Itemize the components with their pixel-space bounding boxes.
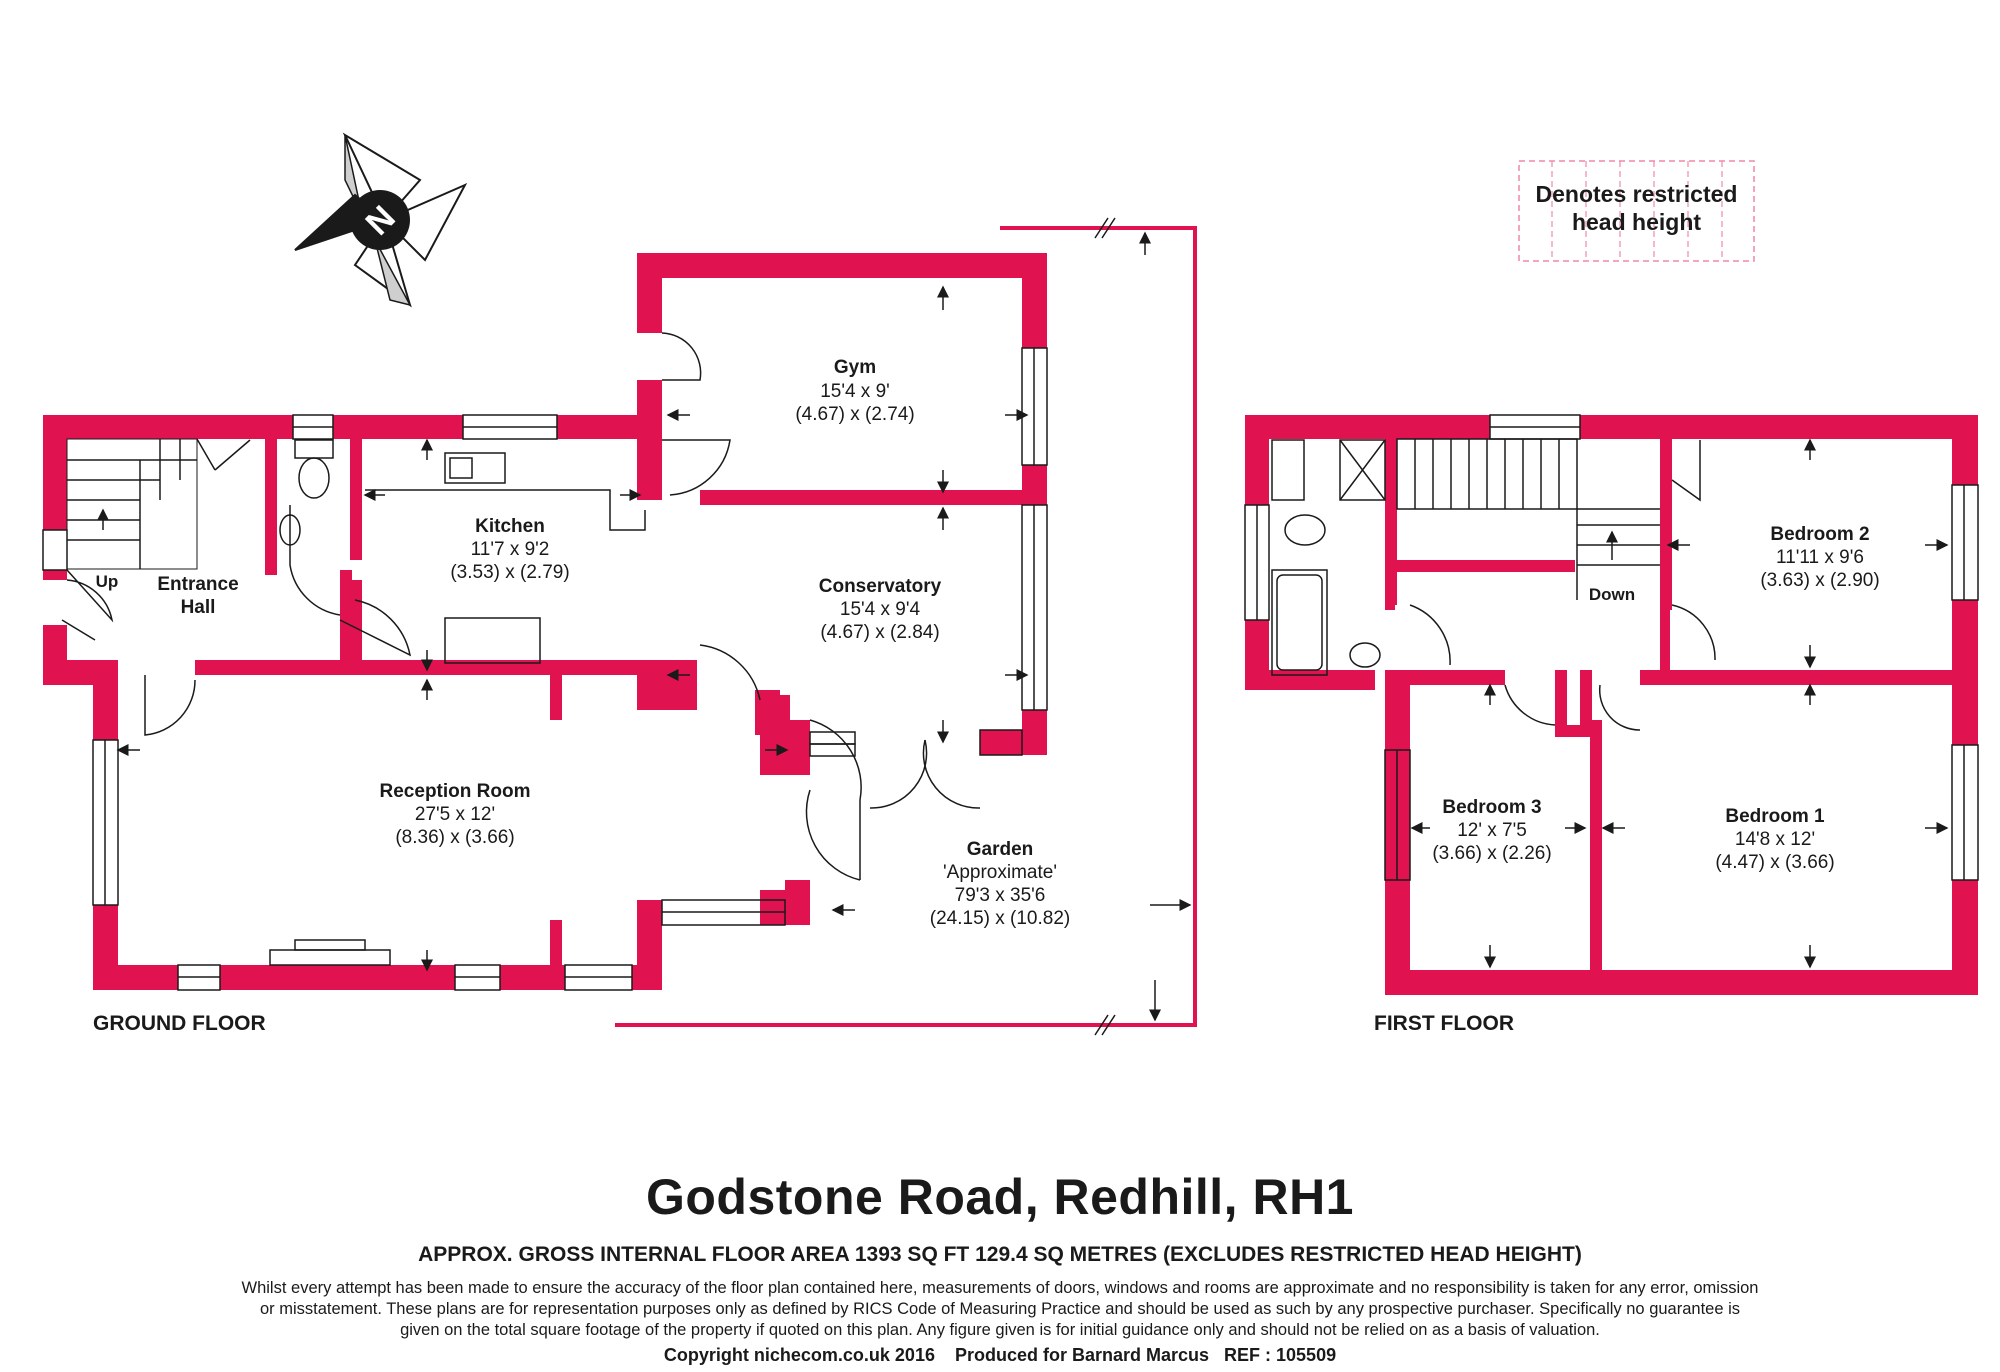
reception-metric: (8.36) x (3.66) — [395, 827, 514, 848]
kitchen-name: Kitchen — [475, 516, 545, 537]
bedroom1-metric: (4.47) x (3.66) — [1715, 852, 1834, 873]
conservatory-imperial: 15'4 x 9'4 — [840, 599, 921, 620]
kitchen-metric: (3.53) x (2.79) — [450, 562, 569, 583]
garden-imperial: 79'3 x 35'6 — [955, 885, 1046, 906]
bedroom1-imperial: 14'8 x 12' — [1735, 829, 1815, 850]
bedroom2-imperial: 11'11 x 9'6 — [1776, 547, 1864, 568]
entrance-hall-name-2: Hall — [181, 597, 216, 618]
entrance-hall-name-1: Entrance — [157, 574, 238, 595]
bedroom1-name: Bedroom 1 — [1725, 806, 1825, 827]
ground-floor-walls — [43, 253, 1047, 990]
dimension-arrows — [97, 231, 1949, 1022]
legend-hatch — [1518, 160, 1755, 262]
conservatory-name: Conservatory — [819, 576, 942, 597]
copyright: Copyright nichecom.co.uk 2016 Produced f… — [663, 1345, 1337, 1365]
stairs-up-label: Up — [96, 572, 119, 591]
bedroom3-imperial: 12' x 7'5 — [1457, 820, 1527, 841]
restricted-height-legend: Denotes restricted head height — [1518, 160, 1755, 262]
stairs-down-label: Down — [1589, 585, 1635, 604]
disclaimer: Whilst every attempt has been made to en… — [241, 1279, 1759, 1339]
compass-icon: N — [294, 132, 468, 308]
garden-boundary — [615, 226, 1197, 1027]
bedroom3-metric: (3.66) x (2.26) — [1432, 843, 1551, 864]
garden-name: Garden — [967, 839, 1034, 860]
floor-area: APPROX. GROSS INTERNAL FLOOR AREA 1393 S… — [418, 1243, 1582, 1266]
bedroom2-name: Bedroom 2 — [1770, 524, 1869, 545]
first-floor-details — [1244, 414, 1979, 881]
ground-floor-label: GROUND FLOOR — [93, 1012, 266, 1035]
garden-note: 'Approximate' — [943, 862, 1057, 883]
kitchen-imperial: 11'7 x 9'2 — [471, 539, 550, 560]
reception-name: Reception Room — [380, 781, 531, 802]
garden-breaks — [1094, 217, 1116, 1036]
first-floor-label: FIRST FLOOR — [1374, 1012, 1514, 1035]
conservatory-metric: (4.67) x (2.84) — [820, 622, 939, 643]
legend-text: Denotes restricted head height — [1518, 180, 1755, 236]
gym-name: Gym — [834, 357, 876, 378]
first-floor-walls — [1245, 415, 1978, 995]
legend-line-2: head height — [1571, 209, 1702, 235]
reception-imperial: 27'5 x 12' — [415, 804, 495, 825]
bedroom2-metric: (3.63) x (2.90) — [1760, 570, 1879, 591]
gym-metric: (4.67) x (2.74) — [795, 404, 914, 425]
property-address: Godstone Road, Redhill, RH1 — [646, 1169, 1354, 1225]
gym-imperial: 15'4 x 9' — [820, 381, 890, 402]
legend-line-1: Denotes restricted — [1535, 181, 1738, 207]
garden-metric: (24.15) x (10.82) — [930, 908, 1070, 929]
bedroom3-name: Bedroom 3 — [1442, 797, 1541, 818]
